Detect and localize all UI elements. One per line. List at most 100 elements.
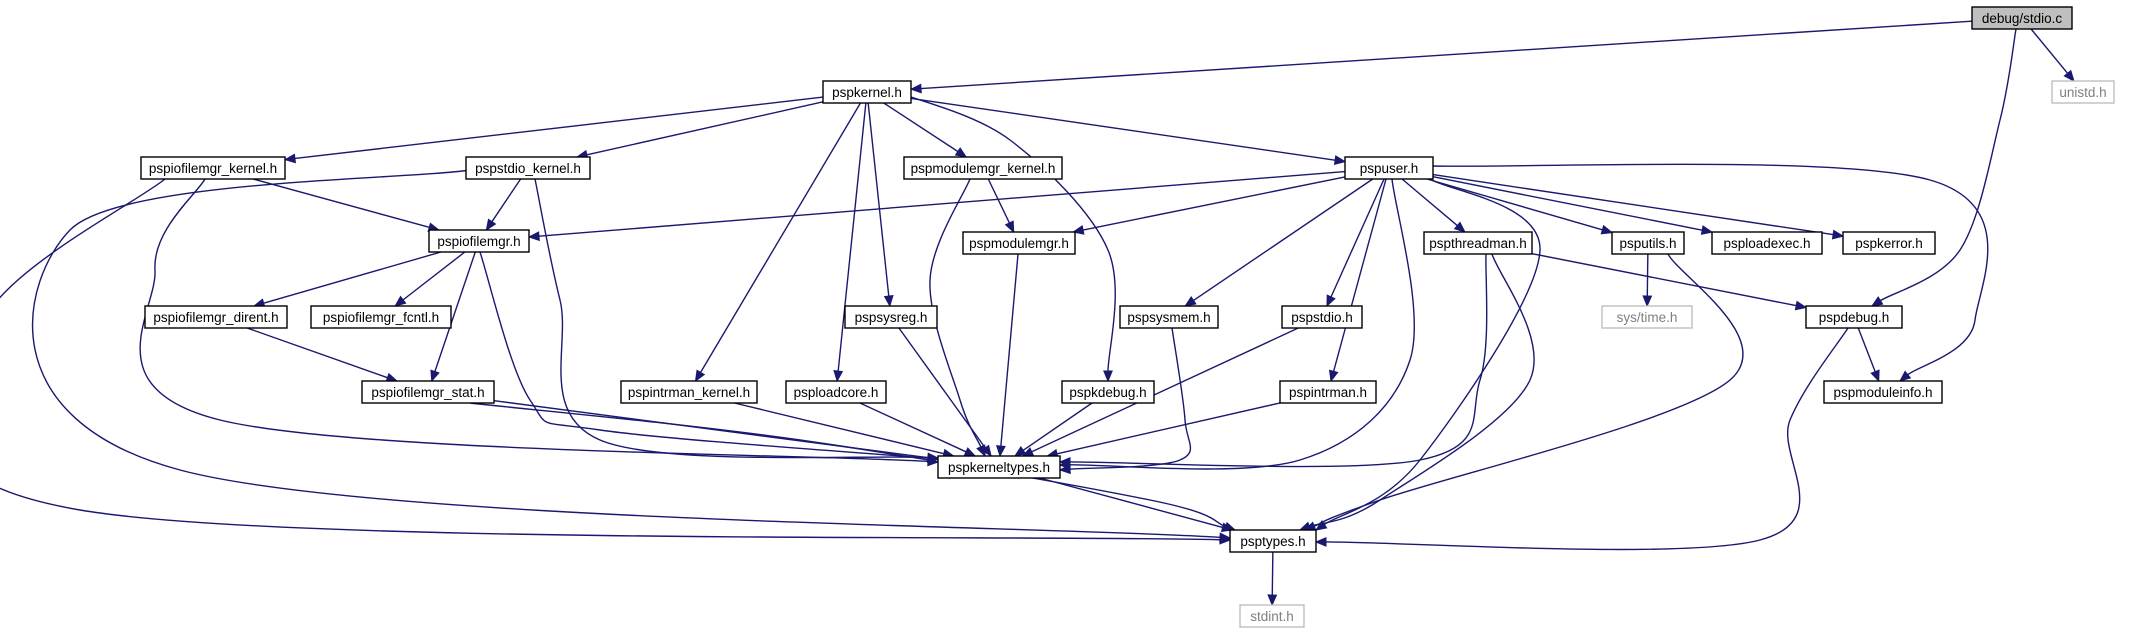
node-box: [361, 380, 495, 404]
arrowhead: [1314, 537, 1327, 547]
node-pspmodulemgr[interactable]: pspmodulemgr.h: [962, 231, 1076, 255]
arrowhead: [954, 147, 968, 158]
node-label: pspuser.h: [1360, 161, 1419, 176]
node-pspuser[interactable]: pspuser.h: [1344, 156, 1434, 180]
node-psploadexec[interactable]: psploadexec.h: [1711, 231, 1823, 255]
edge-pspuser-to-pspthreadman: [1401, 178, 1466, 233]
node-stdio-c[interactable]: debug/stdio.c: [1971, 6, 2073, 30]
node-box: [962, 231, 1076, 255]
node-label: psploadcore.h: [794, 385, 879, 400]
node-pspkerror[interactable]: pspkerror.h: [1842, 231, 1936, 255]
edge-line: [1857, 327, 1876, 372]
edge-pspiofilemgr-to-pspiofilemgr_fcntl: [394, 251, 466, 307]
node-pspthreadman[interactable]: pspthreadman.h: [1423, 231, 1533, 255]
edge-line: [1330, 178, 1385, 298]
edge-line: [920, 20, 1973, 90]
edge-line: [1314, 253, 1744, 527]
node-label: pspmodulemgr_kernel.h: [911, 161, 1056, 176]
node-pspiofilemgr-fcntl[interactable]: pspiofilemgr_fcntl.h: [310, 305, 452, 329]
node-psputils[interactable]: psputils.h: [1611, 231, 1685, 255]
node-label: pspintrman.h: [1289, 385, 1367, 400]
node-pspkdebug[interactable]: pspkdebug.h: [1061, 380, 1155, 404]
arrowhead: [394, 295, 407, 307]
node-label: pspiofilemgr_dirent.h: [153, 310, 278, 325]
node-box: [620, 380, 758, 404]
node-label: pspmoduleinfo.h: [1833, 385, 1932, 400]
edge-psputils-to-systime: [1642, 253, 1653, 308]
node-box: [822, 80, 912, 104]
edge-line: [734, 402, 944, 455]
nodes-layer: debug/stdio.c unistd.h pspkernel.h pspiofil…: [140, 6, 2115, 628]
edge-pspkernel-to-pspmodulemgr_kernel: [883, 102, 968, 158]
node-box: [144, 305, 288, 329]
node-label: psptypes.h: [1240, 534, 1305, 549]
node-pspkerneltypes[interactable]: pspkerneltypes.h: [937, 455, 1061, 479]
edge-line: [1432, 163, 1989, 376]
node-pspiofilemgr[interactable]: pspiofilemgr.h: [428, 229, 530, 253]
node-psptypes[interactable]: psptypes.h: [1229, 529, 1317, 553]
arrowhead: [1267, 594, 1278, 607]
edge-pspkerneltypes-to-psptypes: [1039, 477, 1234, 533]
arrowhead: [694, 369, 706, 383]
node-box: [1601, 305, 1693, 329]
edge-line: [0, 178, 1221, 541]
arrowhead: [527, 231, 540, 242]
node-pspsysreg[interactable]: pspsysreg.h: [844, 305, 938, 329]
node-pspiofilemgr-stat[interactable]: pspiofilemgr_stat.h: [361, 380, 495, 404]
node-box: [2051, 80, 2115, 104]
arrowhead: [1870, 369, 1880, 383]
node-pspstdio-kernel[interactable]: pspstdio_kernel.h: [465, 156, 591, 180]
arrowhead: [1072, 225, 1085, 235]
node-pspiofilemgr-dirent[interactable]: pspiofilemgr_dirent.h: [144, 305, 288, 329]
edge-pspintrman-to-pspkerneltypes: [1045, 402, 1281, 459]
node-pspintrman-kernel[interactable]: pspintrman_kernel.h: [620, 380, 758, 404]
arrowhead: [1219, 532, 1232, 543]
edge-line: [1193, 178, 1374, 301]
edges-layer: [0, 20, 2075, 607]
node-box: [1279, 380, 1377, 404]
edge-stdio_c-to-unistd: [2030, 28, 2075, 82]
edge-psptypes-to-stdint: [1267, 551, 1278, 607]
node-pspdebug[interactable]: pspdebug.h: [1805, 305, 1903, 329]
edge-line: [252, 178, 430, 229]
node-unistd: unistd.h: [2051, 80, 2115, 104]
node-label: pspkerror.h: [1855, 236, 1923, 251]
arrowhead: [1700, 225, 1714, 235]
node-pspmodulemgr-kernel[interactable]: pspmodulemgr_kernel.h: [903, 156, 1063, 180]
node-box: [1281, 305, 1363, 329]
node-pspkernel[interactable]: pspkernel.h: [822, 80, 912, 104]
arrowhead: [1314, 520, 1328, 531]
edge-pspstdio_kernel-to-psptypes: [31, 169, 1232, 543]
node-psploadcore[interactable]: psploadcore.h: [785, 380, 887, 404]
node-pspstdio[interactable]: pspstdio.h: [1281, 305, 1363, 329]
edge-line: [1432, 173, 1834, 236]
node-stdint: stdint.h: [1239, 604, 1305, 628]
arrowhead: [1642, 295, 1653, 308]
arrowhead: [995, 445, 1006, 458]
node-pspmoduleinfo[interactable]: pspmoduleinfo.h: [1823, 380, 1943, 404]
node-label: pspstdio_kernel.h: [475, 161, 581, 176]
edge-line: [1039, 477, 1223, 529]
arrowhead: [430, 369, 440, 383]
edge-line: [1325, 327, 1849, 551]
edge-pspuser-to-psploadexec: [1432, 176, 1714, 235]
edge-line: [1069, 178, 1415, 470]
edge-pspkernel-to-psploadcore: [833, 102, 867, 383]
edge-line: [837, 102, 867, 372]
node-pspsysmem[interactable]: pspsysmem.h: [1119, 305, 1219, 329]
edge-line: [700, 102, 862, 373]
edge-pspkernel-to-pspuser: [910, 97, 1347, 165]
edge-pspkernel-to-pspkdebug: [899, 92, 1116, 383]
node-label: pspdebug.h: [1819, 310, 1890, 325]
node-box: [428, 229, 530, 253]
edge-pspsysreg-to-pspkerneltypes: [898, 327, 992, 458]
edge-pspkernel-to-pspsysreg: [867, 102, 894, 308]
edge-pspuser-to-pspkerror: [1432, 173, 1845, 240]
edge-line: [859, 402, 967, 453]
node-pspiofilemgr-kernel[interactable]: pspiofilemgr_kernel.h: [140, 156, 286, 180]
node-pspintrman[interactable]: pspintrman.h: [1279, 380, 1377, 404]
edge-line: [1271, 551, 1274, 596]
edge-line: [910, 97, 1336, 161]
edge-line: [1309, 253, 1535, 528]
